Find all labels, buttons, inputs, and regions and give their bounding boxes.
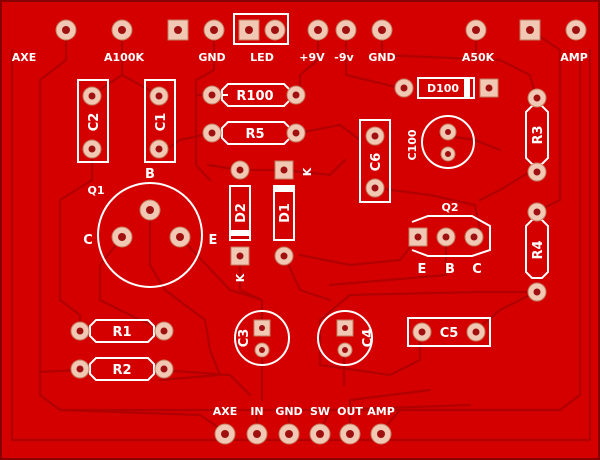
resistor-r100: R100 xyxy=(202,83,306,107)
label-c4: C4 xyxy=(361,329,376,348)
diode-d1: D1 K xyxy=(273,160,314,266)
label-q2-e: E xyxy=(418,262,427,277)
resistor-r4: R4 xyxy=(525,202,549,302)
label-q1-b: B xyxy=(145,167,155,182)
label-a100k: A100K xyxy=(104,51,144,64)
pad-amp-bot xyxy=(370,423,392,445)
label-r100: R100 xyxy=(236,89,273,104)
label-gnd-top2: GND xyxy=(368,51,395,64)
transistor-q1: Q1 B C E xyxy=(83,167,218,288)
label-r4: R4 xyxy=(531,240,546,259)
capacitor-c5: C5 xyxy=(407,317,491,347)
bottom-connector-row: AXE IN GND SW OUT AMP xyxy=(213,405,395,445)
label-a50k: A50K xyxy=(462,51,495,64)
label-r3: R3 xyxy=(531,125,546,144)
capacitor-c4: C4 xyxy=(317,310,376,366)
label-c6: C6 xyxy=(369,153,384,172)
pad-out-bot xyxy=(339,423,361,445)
pad-led-b xyxy=(264,19,286,41)
capacitor-c2: C2 xyxy=(77,79,109,163)
label-c2: C2 xyxy=(87,113,102,132)
resistor-r5: R5 xyxy=(202,121,306,145)
pad-axe-top xyxy=(55,19,77,41)
label-q1-c: C xyxy=(83,233,93,248)
pad-square-2 xyxy=(519,19,541,41)
pad-led-a xyxy=(238,19,260,41)
label-c3: C3 xyxy=(237,329,252,348)
label-r1: R1 xyxy=(112,325,131,340)
label-led: LED xyxy=(250,51,274,64)
pad-gnd-bot xyxy=(278,423,300,445)
capacitor-c6: C6 xyxy=(359,119,391,203)
resistor-r2: R2 xyxy=(70,357,174,381)
label-c5: C5 xyxy=(440,326,459,341)
pad-minus9v xyxy=(335,19,357,41)
pad-square-1 xyxy=(167,19,189,41)
top-connector-row: AXE A100K GND LED +9V -9v GND A50K AMP xyxy=(12,13,588,64)
pad-in-bot xyxy=(246,423,268,445)
pad-a100k xyxy=(111,19,133,41)
label-out-bot: OUT xyxy=(337,405,363,418)
resistor-r1: R1 xyxy=(70,319,174,343)
resistor-r3: R3 xyxy=(525,88,549,182)
capacitor-c3: C3 xyxy=(234,310,290,366)
label-axe-bot: AXE xyxy=(213,405,238,418)
label-d1-k: K xyxy=(301,167,314,176)
label-sw-bot: SW xyxy=(310,405,330,418)
label-minus9v: -9v xyxy=(334,51,354,64)
label-q2-b: B xyxy=(445,262,455,277)
pad-amp-top xyxy=(565,19,587,41)
pad-gnd-top1 xyxy=(203,19,225,41)
label-axe-top: AXE xyxy=(12,51,37,64)
label-c1: C1 xyxy=(154,113,169,132)
pad-plus9v xyxy=(307,19,329,41)
transistor-q2: Q2 E B C xyxy=(408,201,491,277)
label-c100: C100 xyxy=(406,129,419,160)
led-outline xyxy=(233,13,289,45)
label-d1: D1 xyxy=(278,203,293,223)
label-q1-e: E xyxy=(209,233,218,248)
label-d100: D100 xyxy=(427,82,459,95)
label-d2: D2 xyxy=(234,203,249,223)
label-in-bot: IN xyxy=(250,405,263,418)
label-q1: Q1 xyxy=(87,184,104,197)
capacitor-c1: C1 xyxy=(144,79,176,163)
diode-d100: D100 xyxy=(394,77,499,99)
label-gnd-bot: GND xyxy=(275,405,302,418)
pad-sw-bot xyxy=(309,423,331,445)
label-amp-top: AMP xyxy=(560,51,588,64)
label-r2: R2 xyxy=(112,363,131,378)
label-amp-bot: AMP xyxy=(367,405,395,418)
diode-d2: D2 K xyxy=(229,160,251,282)
label-gnd-top1: GND xyxy=(198,51,225,64)
label-plus9v: +9V xyxy=(299,51,325,64)
label-q2-c: C xyxy=(472,262,482,277)
label-r5: R5 xyxy=(245,127,264,142)
label-q2: Q2 xyxy=(441,201,458,214)
pad-gnd-top2 xyxy=(371,19,393,41)
pad-a50k xyxy=(465,19,487,41)
capacitor-c100: C100 xyxy=(406,115,475,169)
pad-axe-bot xyxy=(214,423,236,445)
copper-traces xyxy=(10,28,592,442)
label-d2-k: K xyxy=(234,273,247,282)
